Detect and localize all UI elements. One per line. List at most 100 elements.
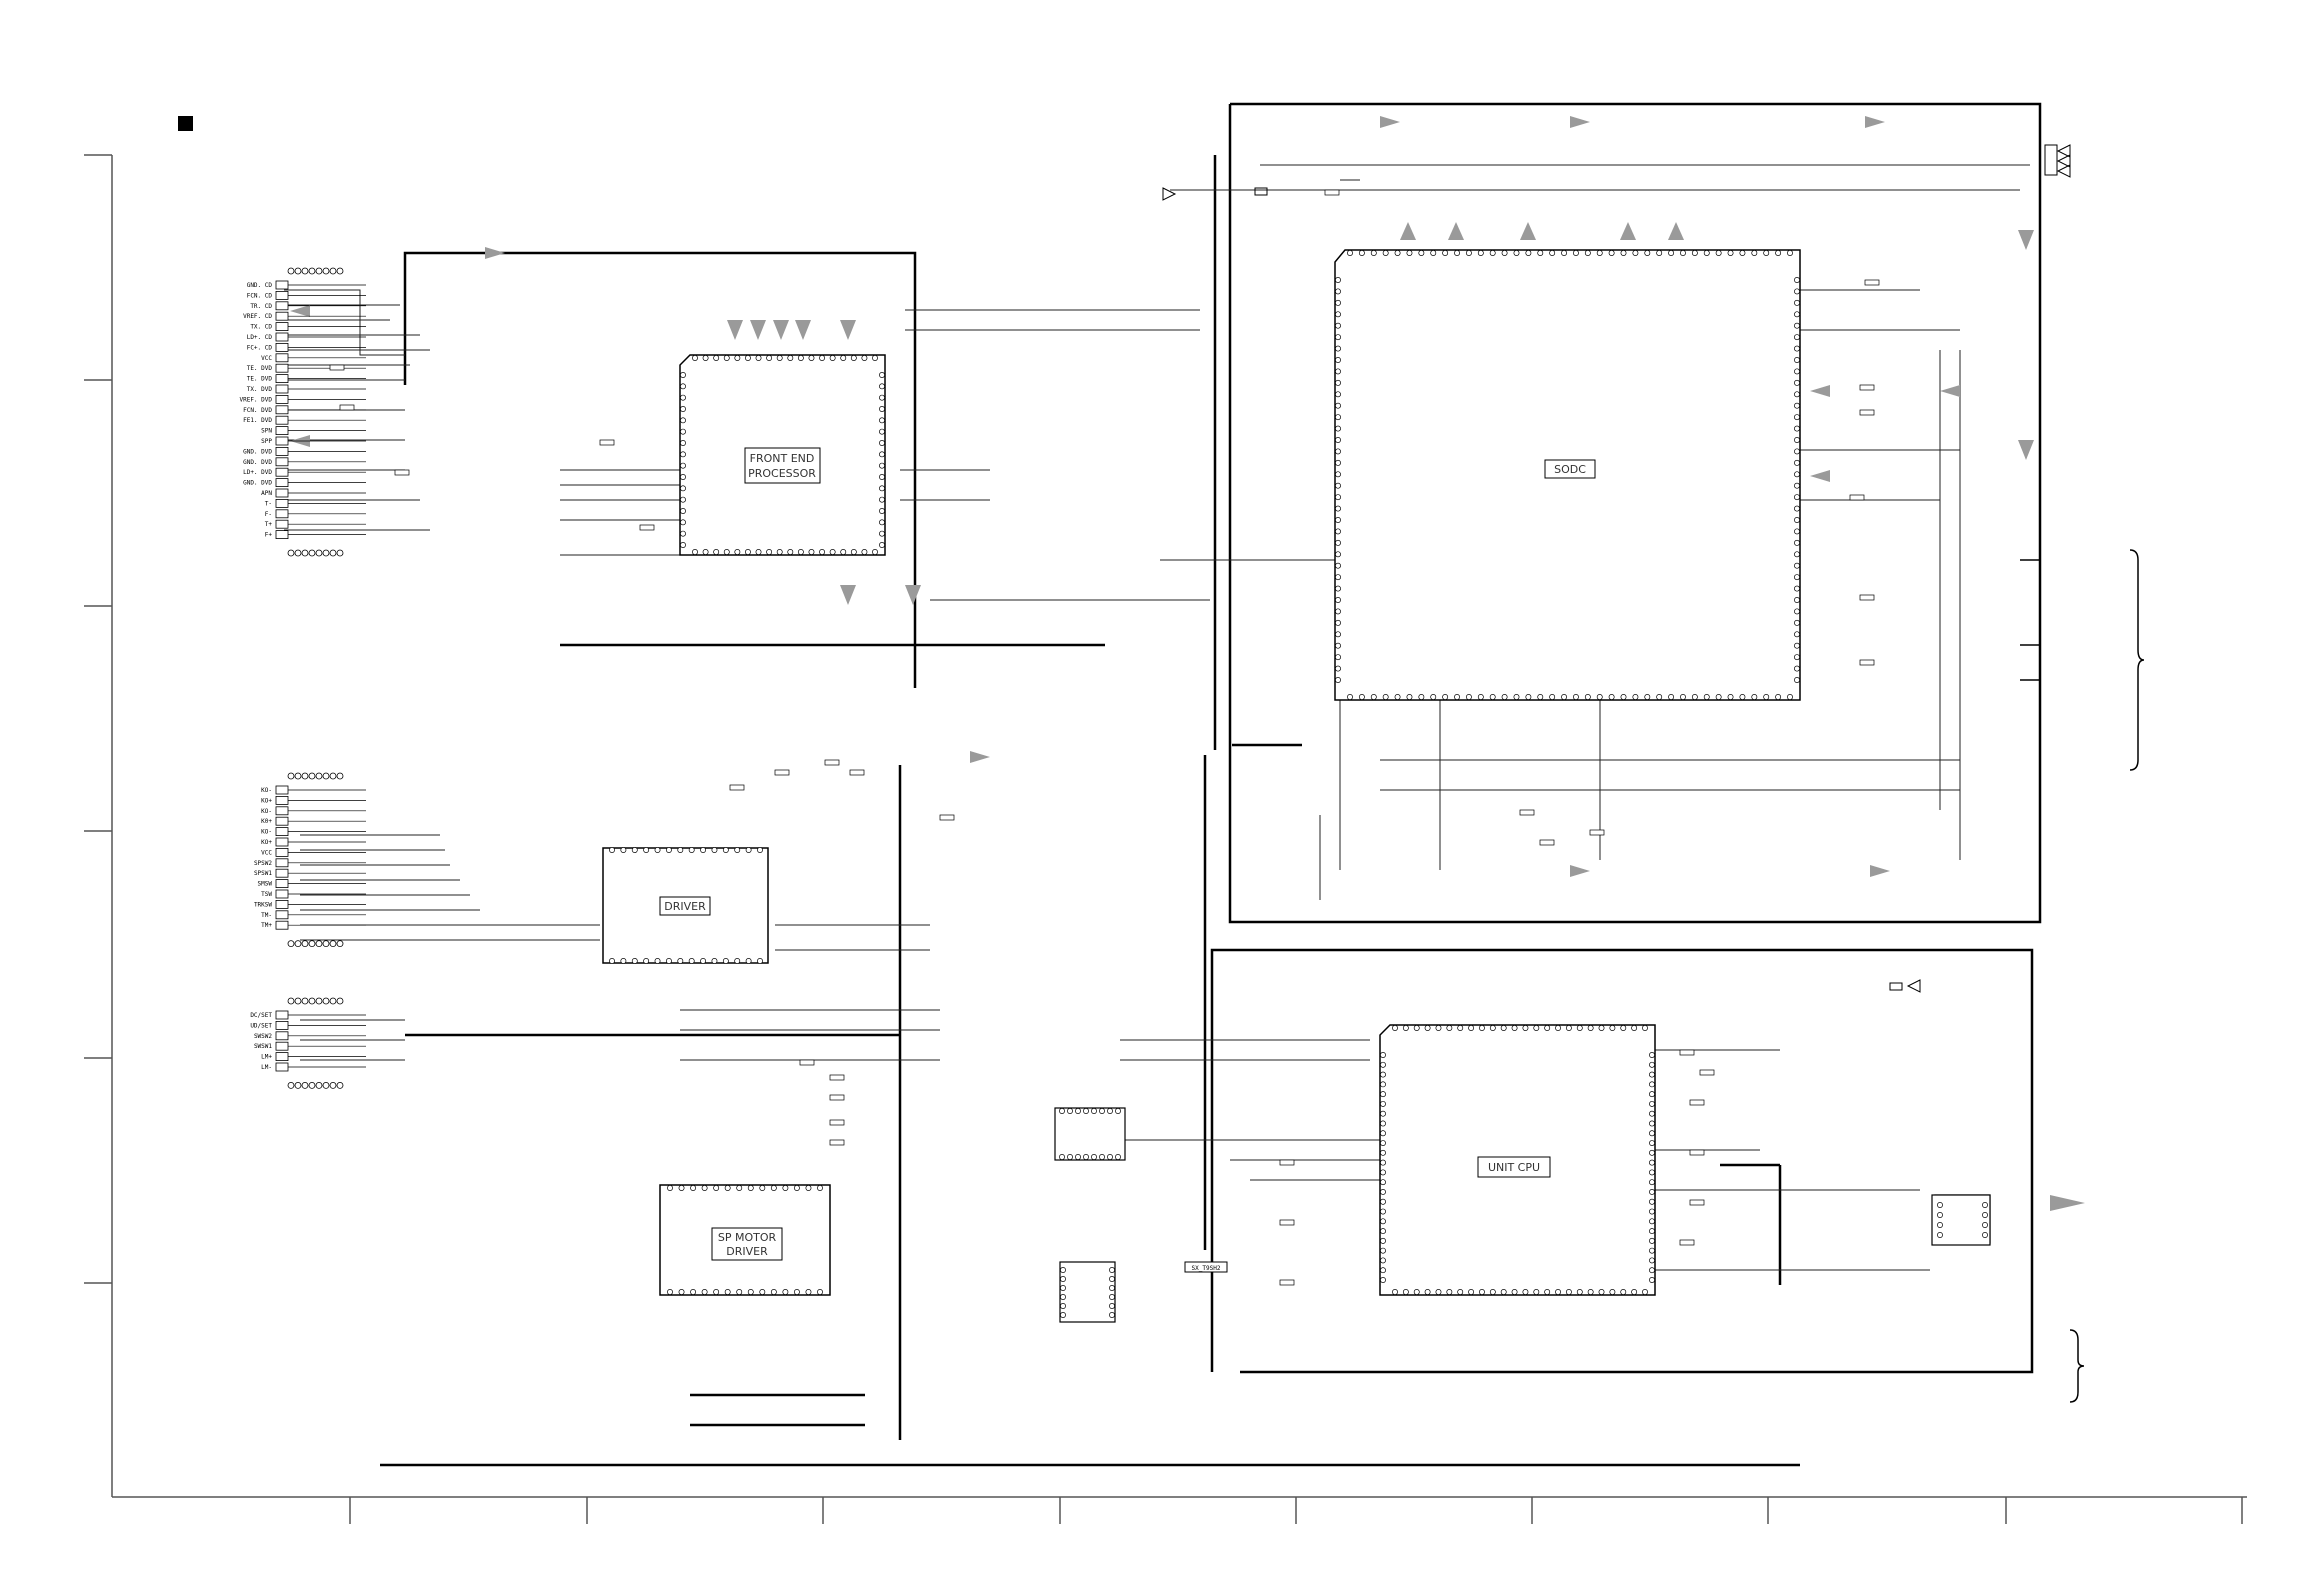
ic-pin xyxy=(1794,528,1800,535)
ic-pin xyxy=(1937,1202,1943,1208)
ic-pin xyxy=(1358,250,1365,256)
test-point xyxy=(315,940,323,947)
arrow-right xyxy=(1380,116,1400,128)
arrow-left xyxy=(1810,470,1830,482)
ic-pin xyxy=(736,1185,743,1191)
small-ic-1 xyxy=(1054,1107,1126,1161)
test-point xyxy=(315,772,323,780)
ic-pin xyxy=(1500,1025,1507,1031)
small-tag-label: SX_T9SH2 xyxy=(1192,1265,1221,1272)
ic-pin xyxy=(1794,459,1800,466)
ic-pin xyxy=(1537,250,1544,256)
ic-pin xyxy=(747,1185,754,1191)
ic-pin xyxy=(609,958,615,964)
ic-pin xyxy=(1794,391,1800,398)
resistor xyxy=(1279,1279,1295,1286)
resistor xyxy=(1324,189,1340,196)
test-point xyxy=(308,997,316,1005)
ic-pin xyxy=(1370,250,1377,256)
connector-pin-label: KO- xyxy=(261,829,272,836)
ic-pin xyxy=(1109,1285,1115,1291)
ic-pin xyxy=(1418,694,1425,700)
ic-pin xyxy=(677,958,684,964)
connector-pin xyxy=(275,394,289,404)
resistor xyxy=(829,1119,845,1126)
ic-pin xyxy=(1555,1025,1561,1031)
ic-pin xyxy=(1370,694,1377,700)
ic-pin xyxy=(745,958,752,964)
ic-pin xyxy=(1620,1025,1627,1031)
ic-pin xyxy=(680,542,686,548)
ic-pin xyxy=(1649,1257,1655,1264)
ic-pin xyxy=(1649,1237,1655,1244)
ic-pin xyxy=(1380,1052,1386,1058)
ic-pin xyxy=(1576,1025,1583,1031)
ic-pin xyxy=(1544,1025,1551,1031)
arrow-right xyxy=(1570,865,1590,877)
test-point xyxy=(294,1082,302,1089)
connector-pin xyxy=(275,467,289,477)
ic-pin xyxy=(1335,665,1341,672)
test-point xyxy=(322,267,330,275)
ic-pin xyxy=(1454,694,1460,700)
ic-pin xyxy=(1335,368,1341,375)
ic-pin xyxy=(1335,574,1341,581)
ic-pin xyxy=(1649,1061,1655,1068)
ic-pin xyxy=(1727,694,1734,700)
ic-pin xyxy=(1335,402,1341,409)
ic-pin xyxy=(1394,694,1401,700)
ic-pin xyxy=(1115,1154,1121,1160)
test-point xyxy=(315,267,323,275)
ic-pin xyxy=(1598,1025,1605,1031)
arrow-down xyxy=(2018,230,2034,250)
ic-pin xyxy=(879,440,885,446)
test-point xyxy=(322,772,330,780)
ic-pin xyxy=(609,847,615,853)
ic-pin xyxy=(1794,425,1800,432)
ic-pin xyxy=(1649,1228,1655,1235)
ic-pin xyxy=(690,1185,697,1191)
sp-motor-label-box xyxy=(711,1227,783,1261)
ic-pin xyxy=(1649,1052,1655,1058)
ic-pin xyxy=(879,485,885,492)
ic-pin xyxy=(1794,654,1800,661)
connector-pin-label: F- xyxy=(265,511,272,518)
test-point xyxy=(308,1082,316,1089)
ic-pin xyxy=(1380,1247,1386,1254)
ic-pin xyxy=(1380,1257,1386,1264)
ic-pin xyxy=(766,549,773,555)
driver-label-box xyxy=(659,896,711,916)
ic-pin xyxy=(1794,437,1800,443)
ic-pin xyxy=(1468,1025,1475,1031)
ic-pin xyxy=(1446,1025,1453,1031)
ic-pin xyxy=(1380,1071,1386,1078)
arrow-right xyxy=(485,247,505,259)
test-point xyxy=(322,997,330,1005)
ic-pin xyxy=(643,958,650,964)
driver-ic: DRIVER xyxy=(602,847,769,964)
test-point xyxy=(336,549,344,557)
resistor xyxy=(829,1094,845,1101)
ic-pin xyxy=(850,549,857,555)
connector-pin xyxy=(275,457,289,467)
connector-pin-label: SPSW2 xyxy=(254,860,272,867)
ic-pin xyxy=(1059,1154,1065,1160)
connector-pin xyxy=(275,848,289,857)
test-point xyxy=(294,267,302,275)
ic-pin xyxy=(1649,1149,1655,1156)
ic-pin xyxy=(1794,414,1800,421)
ic-pin xyxy=(1649,1091,1655,1098)
ic-pin xyxy=(1794,677,1800,683)
ic-pin xyxy=(1544,1289,1551,1295)
test-point xyxy=(301,940,309,947)
ic-pin xyxy=(1620,694,1627,700)
test-point xyxy=(301,772,309,780)
resistor xyxy=(339,404,355,411)
test-point xyxy=(329,997,337,1005)
test-point xyxy=(308,940,316,947)
connector-pin-label: FCN. DVD xyxy=(243,407,272,414)
ic-pin xyxy=(680,462,686,469)
ic-pin xyxy=(1794,505,1800,512)
ic-pin xyxy=(1115,1108,1121,1114)
ic-pin xyxy=(1489,1025,1496,1031)
